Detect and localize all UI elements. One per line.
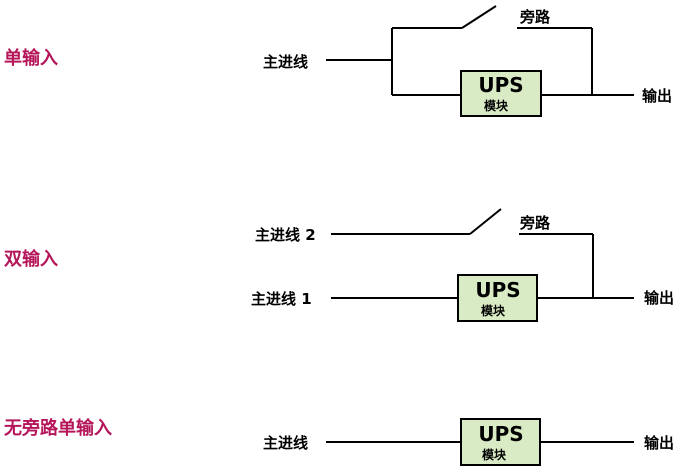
dual-ups-label: UPS xyxy=(475,278,520,302)
single-input-title: 单输入 xyxy=(4,47,58,69)
nobypass-ups-module-label: 模块 xyxy=(482,447,507,462)
single-main-input-label: 主进线 xyxy=(263,53,308,71)
single-ups-module-box xyxy=(460,70,542,117)
dual-ups-module-label: 模块 xyxy=(481,303,506,318)
dual-output-label: 输出 xyxy=(644,289,674,307)
dual-main-input1-label: 主进线 1 xyxy=(251,290,312,308)
nobypass-ups-label: UPS xyxy=(478,422,523,446)
single-ups-label: UPS xyxy=(478,73,523,97)
dual-input-title: 双输入 xyxy=(4,248,58,270)
single-input-section: 单输入 主进线 UPS 模块 旁路 输出 xyxy=(4,5,672,117)
dual-bypass-label: 旁路 xyxy=(519,214,551,232)
dual-input-section: 双输入 主进线 2 主进线 1 UPS 模块 旁路 输出 xyxy=(4,208,674,322)
single-ups-module-label: 模块 xyxy=(484,98,509,113)
single-output-label: 输出 xyxy=(642,87,672,105)
single-bypass-label: 旁路 xyxy=(519,8,551,26)
nobypass-output-label: 输出 xyxy=(644,434,674,452)
dual-bypass-switch xyxy=(469,208,502,235)
no-bypass-title: 无旁路单输入 xyxy=(4,417,112,439)
nobypass-main-input-label: 主进线 xyxy=(263,434,308,452)
dual-main-input2-label: 主进线 2 xyxy=(255,226,316,244)
nobypass-ups-module-box xyxy=(460,418,541,466)
single-bypass-switch xyxy=(461,5,497,29)
no-bypass-section: 无旁路单输入 主进线 UPS 模块 输出 xyxy=(4,417,674,466)
dual-ups-module-box xyxy=(457,274,538,322)
